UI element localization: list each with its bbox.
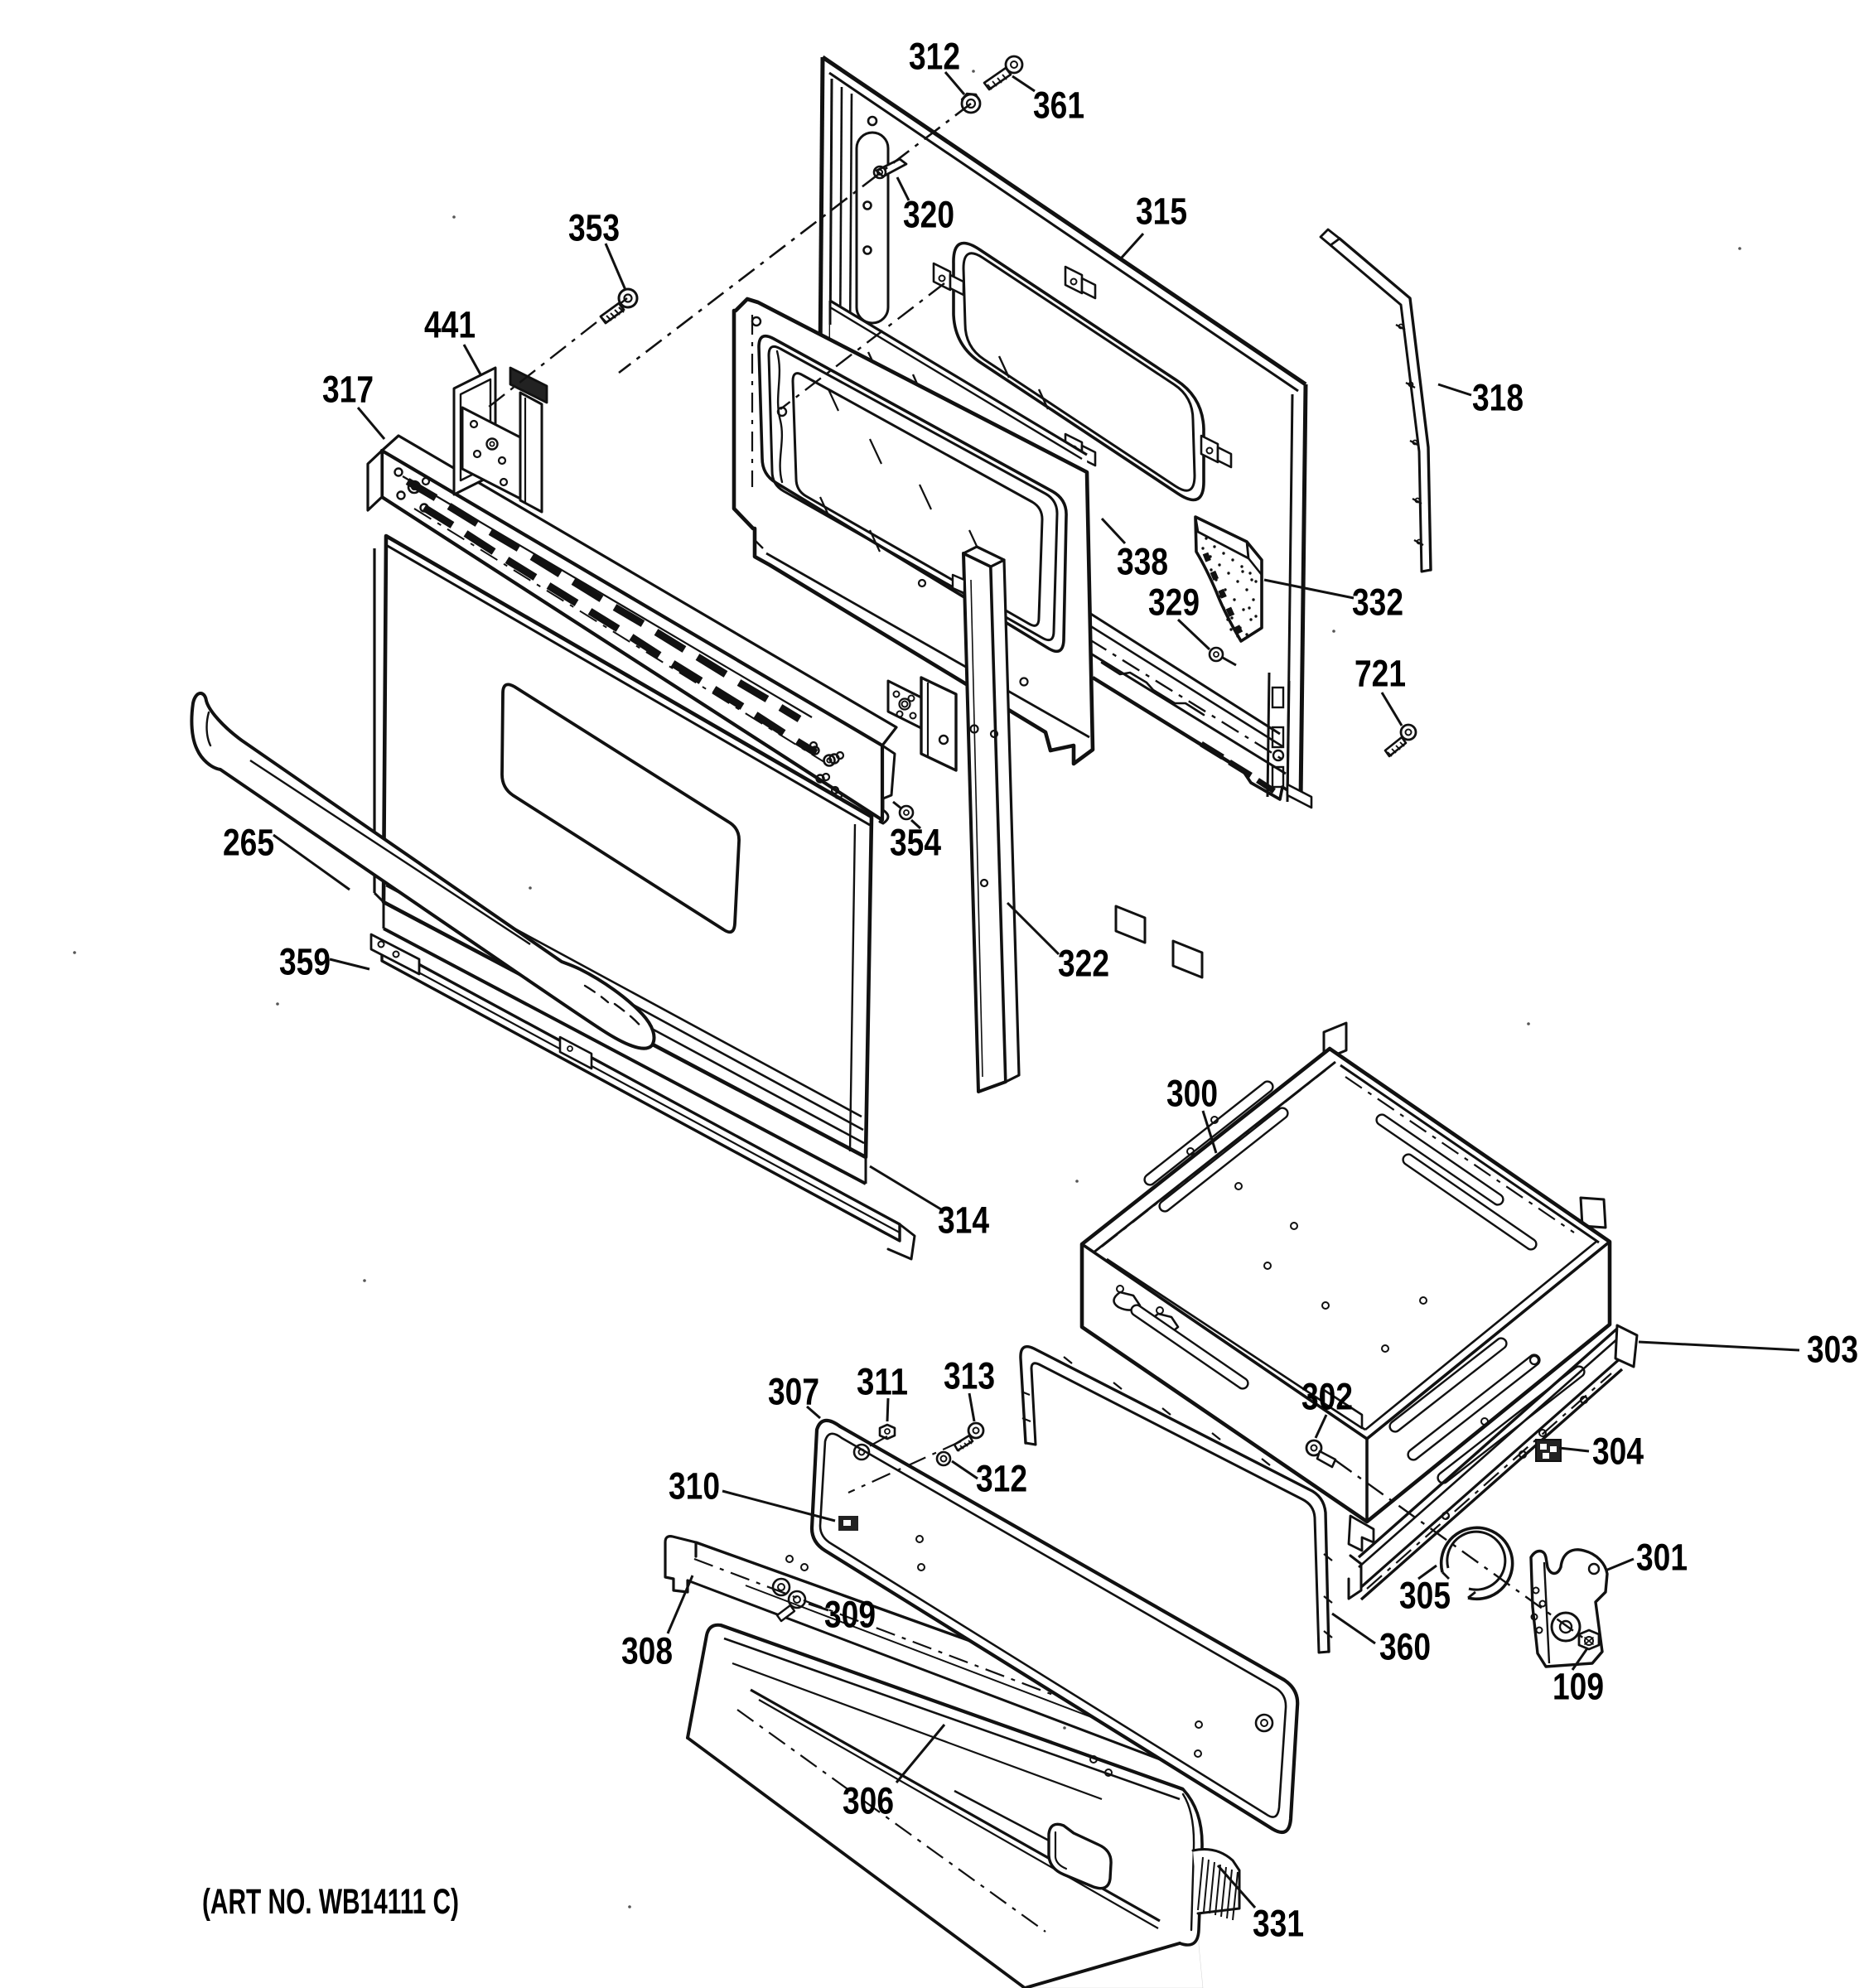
svg-text:307: 307 <box>768 1371 819 1413</box>
svg-text:303: 303 <box>1807 1329 1858 1371</box>
svg-text:318: 318 <box>1472 377 1524 419</box>
svg-text:302: 302 <box>1301 1376 1353 1418</box>
svg-text:315: 315 <box>1136 191 1187 233</box>
svg-text:265: 265 <box>223 822 274 864</box>
svg-text:311: 311 <box>857 1361 908 1403</box>
svg-text:360: 360 <box>1379 1626 1431 1668</box>
svg-text:(ART NO. WB14111 C): (ART NO. WB14111 C) <box>202 1882 459 1922</box>
svg-text:353: 353 <box>568 207 620 249</box>
svg-text:309: 309 <box>824 1594 876 1636</box>
svg-text:312: 312 <box>976 1458 1027 1500</box>
svg-text:304: 304 <box>1592 1431 1644 1473</box>
svg-text:301: 301 <box>1636 1537 1688 1579</box>
svg-text:300: 300 <box>1166 1073 1218 1115</box>
svg-text:109: 109 <box>1553 1666 1604 1708</box>
svg-text:312: 312 <box>909 36 960 78</box>
svg-text:332: 332 <box>1352 581 1403 624</box>
svg-text:314: 314 <box>938 1199 989 1242</box>
svg-text:310: 310 <box>669 1465 720 1508</box>
svg-text:313: 313 <box>944 1355 995 1397</box>
svg-text:322: 322 <box>1058 943 1109 985</box>
svg-text:317: 317 <box>322 369 374 411</box>
svg-text:320: 320 <box>903 194 954 236</box>
svg-text:441: 441 <box>424 304 476 346</box>
svg-text:331: 331 <box>1253 1903 1304 1945</box>
svg-text:361: 361 <box>1033 84 1084 127</box>
svg-text:338: 338 <box>1117 541 1168 583</box>
svg-text:721: 721 <box>1355 653 1406 695</box>
svg-text:359: 359 <box>279 941 331 983</box>
svg-text:354: 354 <box>890 822 941 864</box>
svg-text:305: 305 <box>1399 1575 1451 1617</box>
svg-text:308: 308 <box>621 1630 673 1672</box>
svg-text:306: 306 <box>843 1780 894 1822</box>
svg-text:329: 329 <box>1148 581 1200 624</box>
